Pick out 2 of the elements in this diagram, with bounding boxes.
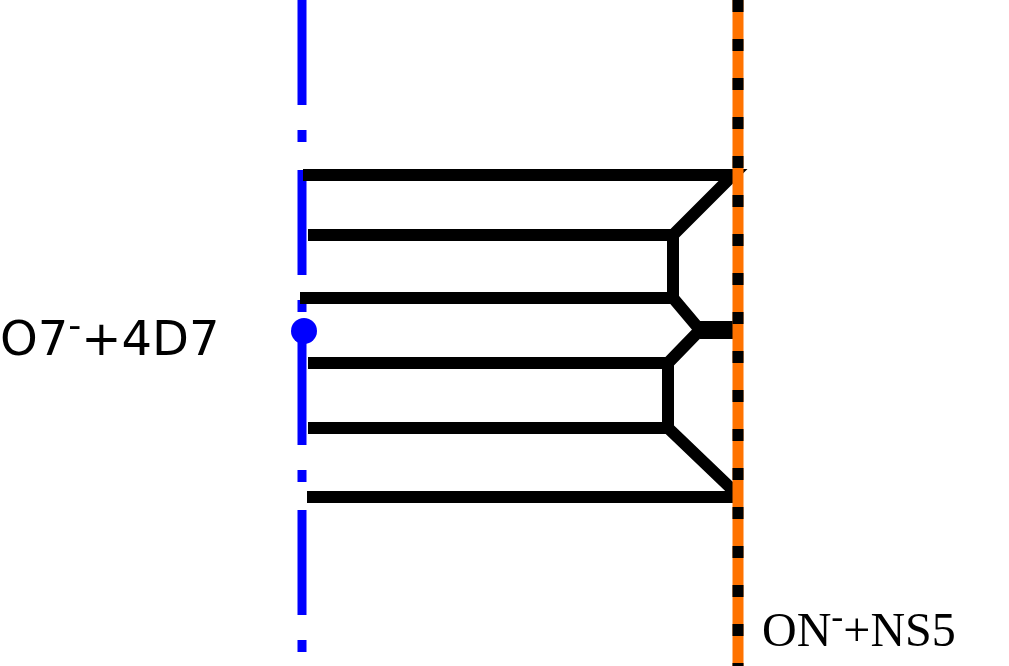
label-text: O7$^{-}$+4D7 [0,304,220,366]
label-text: ON$^{-}$+NS5 [762,595,956,657]
